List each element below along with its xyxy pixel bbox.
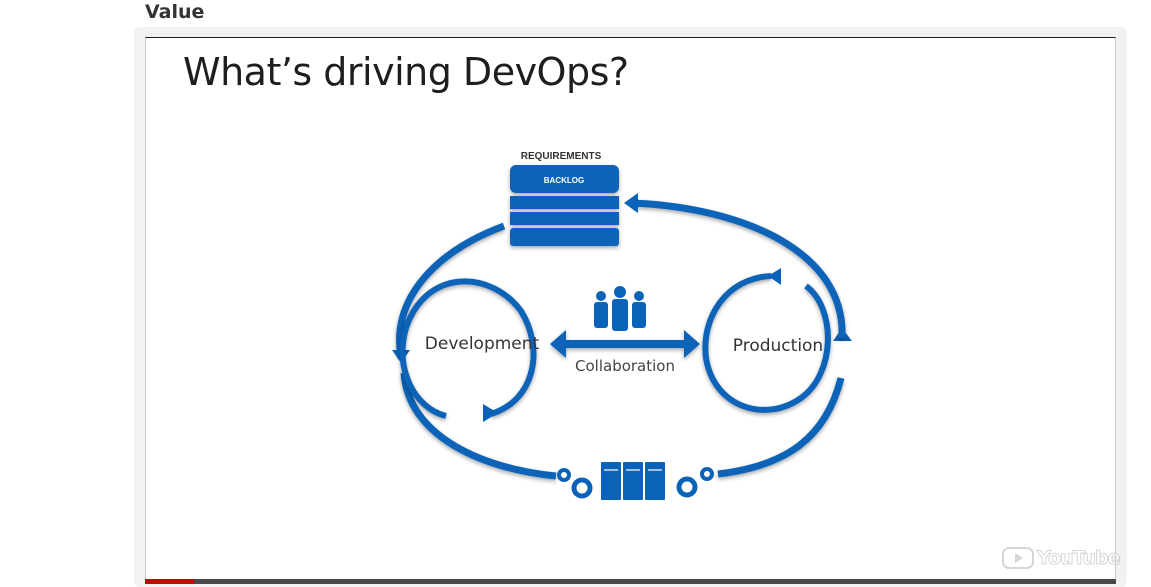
- people-icon: [594, 286, 646, 331]
- production-label: Production: [733, 336, 823, 356]
- outer-bottom-arc-right: [717, 377, 845, 478]
- devops-cycle-diagram: REQUIREMENTS BACKLOG Development Product…: [392, 151, 852, 500]
- production-loop: [702, 273, 831, 413]
- youtube-logo[interactable]: YouTube: [1002, 545, 1121, 571]
- server-rack-icon: [601, 462, 665, 500]
- development-loop-arrow: [483, 404, 498, 422]
- youtube-logo-text: YouTube: [1036, 547, 1120, 570]
- collaboration-label: Collaboration: [575, 357, 675, 375]
- requirements-label: REQUIREMENTS: [521, 151, 602, 162]
- production-loop-arrow: [768, 268, 781, 285]
- video-progress-bar[interactable]: [145, 579, 1116, 584]
- gears-icon-left: [557, 468, 593, 499]
- outer-left-arc: [396, 222, 506, 357]
- collaboration-arrow: [550, 330, 700, 358]
- play-icon: [1002, 547, 1034, 569]
- outer-top-arrow: [624, 193, 638, 213]
- development-loop: [399, 278, 537, 419]
- value-label: Value: [145, 1, 205, 23]
- slide-title: What’s driving DevOps?: [183, 50, 629, 94]
- outer-bottom-arc: [400, 372, 557, 480]
- gears-icon-right: [676, 467, 714, 498]
- backlog-label: BACKLOG: [544, 176, 584, 185]
- video-progress-fill: [145, 579, 194, 584]
- development-label: Development: [425, 334, 540, 354]
- outer-right-arc: [632, 199, 846, 339]
- backlog-stack: [510, 165, 619, 246]
- video-area[interactable]: What’s driving DevOps?: [145, 37, 1116, 584]
